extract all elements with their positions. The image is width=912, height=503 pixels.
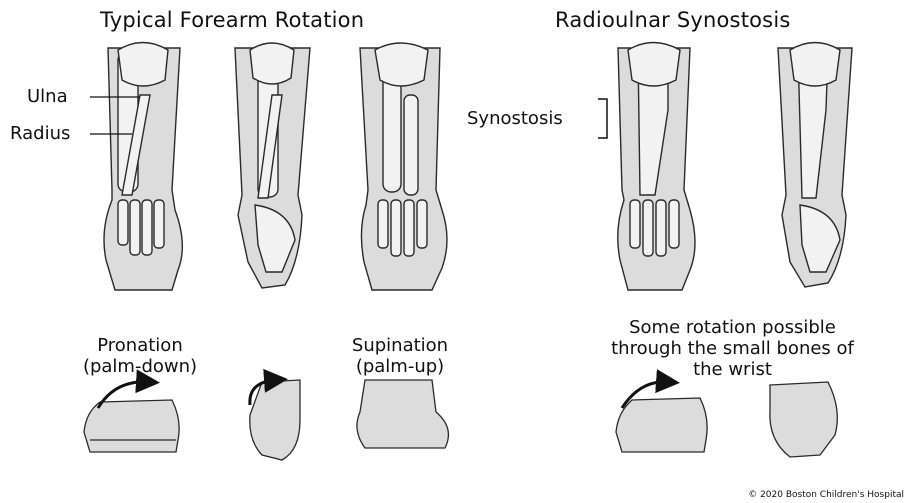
forearm-mid-rotation xyxy=(235,43,310,288)
synostosis-label: Synostosis xyxy=(467,108,563,129)
hand-synostosis-pronation xyxy=(616,398,707,452)
wrist-rotation-caption: Some rotation possible through the small… xyxy=(570,317,895,380)
radius-label: Radius xyxy=(10,123,70,144)
pronation-caption: Pronation (palm-down) xyxy=(50,335,230,377)
synostosis-bracket xyxy=(598,99,607,138)
forearm-supination xyxy=(360,43,447,290)
hand-supination xyxy=(357,380,448,448)
hand-mid-rotation xyxy=(250,380,300,460)
copyright-text: © 2020 Boston Children's Hospital xyxy=(748,490,904,500)
forearm-synostosis-rotated xyxy=(778,43,852,288)
ulna-label: Ulna xyxy=(27,86,68,107)
supination-caption: Supination (palm-up) xyxy=(325,335,475,377)
hand-synostosis-rotated xyxy=(770,382,838,457)
forearm-pronation xyxy=(104,43,182,291)
forearm-synostosis-palm-down xyxy=(618,43,695,291)
